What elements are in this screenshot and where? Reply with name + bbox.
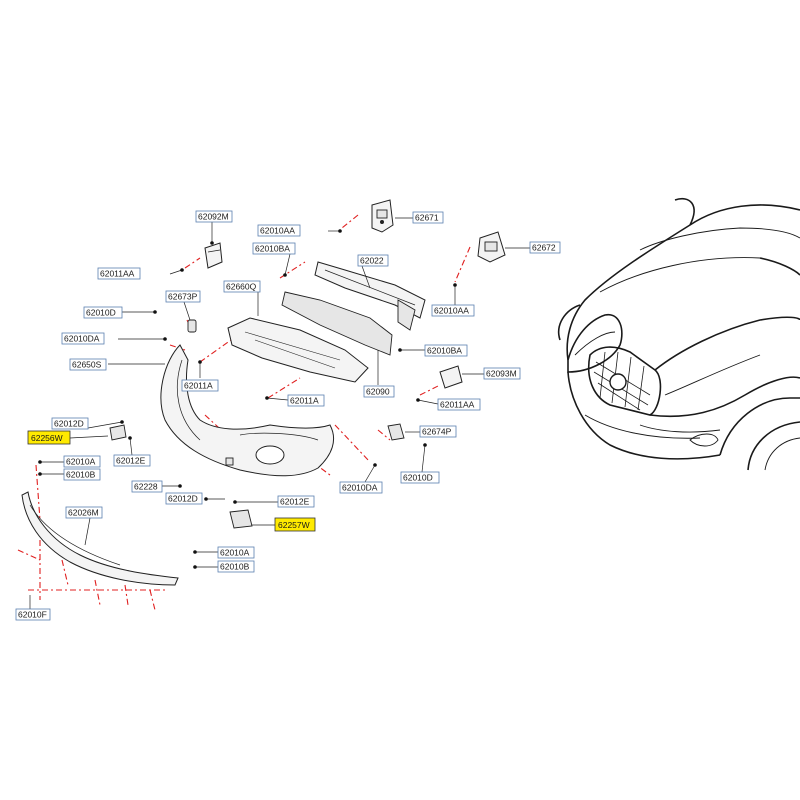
label-text: 62026M	[68, 508, 99, 518]
label-text: 62650S	[72, 360, 102, 370]
part-62650S-bumper-fascia	[160, 344, 334, 477]
label-text: 62093M	[486, 369, 517, 379]
part-62257W-cover	[229, 509, 253, 529]
label-text: 62010F	[18, 610, 47, 620]
part-62022-reinforcement-beam	[314, 261, 426, 331]
label-text: 62011A	[184, 381, 213, 391]
label-62011A-low: 62011A	[287, 394, 325, 407]
label-62010A-right: 62010A	[217, 546, 255, 559]
label-62090: 62090	[363, 385, 395, 398]
label-62012E-right: 62012E	[277, 495, 315, 508]
label-62010DA-bottom: 62010DA	[339, 481, 383, 494]
label-text: 62671	[415, 213, 439, 223]
part-62093M-bracket	[439, 365, 463, 389]
label-62092M: 62092M	[195, 210, 233, 223]
label-62257W: 62257W	[274, 517, 316, 532]
label-62673P: 62673P	[165, 290, 201, 303]
label-text: 62010B	[66, 470, 96, 480]
label-text: 62092M	[198, 212, 229, 222]
part-62092M-bracket	[204, 242, 223, 269]
label-text: 62012E	[280, 497, 310, 507]
label-text: 62010DA	[64, 334, 100, 344]
label-62012D-low: 62012D	[165, 492, 203, 505]
label-62011AA-right: 62011AA	[437, 398, 481, 411]
label-text: 62012E	[116, 456, 146, 466]
label-text: 62012D	[54, 419, 84, 429]
label-62011AA: 62011AA	[97, 267, 141, 280]
label-text: 62012D	[168, 494, 198, 504]
label-62650S: 62650S	[69, 358, 107, 371]
label-62010AA: 62010AA	[257, 224, 301, 237]
label-text: 62010B	[220, 562, 250, 572]
label-text: 62011AA	[440, 400, 475, 410]
label-text: 62010A	[66, 457, 96, 467]
label-62012E: 62012E	[113, 454, 151, 467]
label-62660Q: 62660Q	[223, 280, 261, 293]
label-62010B-right: 62010B	[217, 560, 255, 573]
vehicle-front-illustration	[558, 198, 800, 471]
label-text: 62010D	[403, 473, 433, 483]
label-text: 62228	[134, 482, 158, 492]
label-62010F: 62010F	[15, 608, 51, 621]
label-text: 62660Q	[226, 282, 257, 292]
label-62010D-bottom: 62010D	[400, 471, 440, 484]
label-62010BA: 62010BA	[252, 242, 296, 255]
fastener-dots	[38, 229, 457, 569]
label-62256W: 62256W	[27, 430, 71, 445]
label-62010DA: 62010DA	[61, 332, 105, 345]
label-text: 62010BA	[427, 346, 462, 356]
label-62012D: 62012D	[51, 417, 89, 430]
part-62026M-lower-spoiler	[21, 491, 179, 586]
part-62673P-clip	[187, 319, 197, 333]
label-text: 62011AA	[100, 269, 135, 279]
label-62022: 62022	[357, 254, 389, 267]
part-62090-absorber	[281, 291, 393, 356]
part-62674P-clip	[387, 423, 405, 441]
part-62228-plug	[225, 457, 234, 466]
label-text: 62673P	[168, 292, 198, 302]
label-62010B: 62010B	[63, 468, 101, 481]
label-text: 62674P	[422, 427, 452, 437]
label-62674P: 62674P	[419, 425, 457, 438]
label-62011A: 62011A	[181, 379, 219, 392]
label-62671: 62671	[412, 211, 444, 224]
label-62010BA-right: 62010BA	[424, 344, 468, 357]
label-62026M: 62026M	[65, 506, 103, 519]
part-62671-bracket	[371, 199, 394, 233]
label-text: 62010BA	[255, 244, 290, 254]
label-62228: 62228	[131, 480, 163, 493]
label-text: 62022	[360, 256, 384, 266]
label-text: 62010AA	[434, 306, 469, 316]
label-text: 62011A	[290, 396, 319, 406]
part-62660Q-undercover	[227, 317, 369, 383]
label-text: 62672	[532, 243, 556, 253]
part-62256W-cover	[109, 424, 127, 441]
label-62672: 62672	[529, 241, 561, 254]
label-text: 62090	[366, 387, 390, 397]
label-62093M: 62093M	[483, 367, 521, 380]
leader-lines	[29, 217, 530, 610]
label-text: 62256W	[31, 433, 63, 443]
part-labels: 62092M 62010AA 62671 62010BA 62672 62011…	[15, 210, 561, 621]
label-text: 62010A	[220, 548, 250, 558]
label-text: 62010D	[86, 308, 116, 318]
part-62672-bracket	[477, 231, 506, 263]
label-62010D: 62010D	[83, 306, 123, 319]
label-text: 62257W	[278, 520, 310, 530]
label-text: 62010DA	[342, 483, 378, 493]
label-text: 62010AA	[260, 226, 295, 236]
label-62010A: 62010A	[63, 455, 101, 468]
label-62010AA-right: 62010AA	[431, 304, 475, 317]
